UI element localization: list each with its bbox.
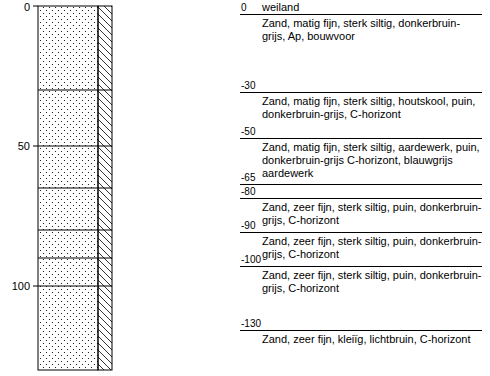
depth-line (240, 198, 482, 199)
layer-description: Zand, matig fijn, sterk siltig, aardewer… (262, 141, 482, 180)
layer-description: Zand, zeer fijn, kleiïg, lichtbruin, C-h… (262, 333, 482, 346)
layer-description: Zand, zeer fijn, sterk siltig, puin, don… (262, 235, 482, 261)
depth-line (240, 138, 482, 139)
land-use-label: weiland (262, 1, 299, 13)
depth-line (240, 184, 482, 185)
depth-label: -130 (241, 318, 261, 329)
depth-label: -90 (241, 220, 255, 231)
depth-line (240, 232, 482, 233)
depth-line (240, 14, 482, 15)
depth-label: -65 (241, 172, 255, 183)
layer-description: Zand, zeer fijn, sterk siltig, puin, don… (262, 269, 482, 295)
layer-boundaries (38, 90, 112, 286)
depth-label: -80 (241, 186, 255, 197)
depth-axis-number: 0 (2, 1, 30, 13)
depth-line (240, 330, 482, 331)
layer-description: Zand, matig fijn, sterk siltig, houtskoo… (262, 95, 482, 121)
depth-axis-number: 100 (2, 280, 30, 292)
layer-description: Zand, matig fijn, sterk siltig, donkerbr… (262, 17, 482, 43)
layer-description: Zand, zeer fijn, sterk siltig, puin, don… (262, 201, 482, 227)
depth-axis-number: 50 (2, 140, 30, 152)
depth-label: -100 (241, 254, 261, 265)
depth-label: 0 (241, 2, 247, 13)
depth-label: -30 (241, 80, 255, 91)
depth-line (240, 92, 482, 93)
depth-ticks (33, 6, 38, 286)
depth-label: -50 (241, 126, 255, 137)
depth-line (240, 266, 482, 267)
